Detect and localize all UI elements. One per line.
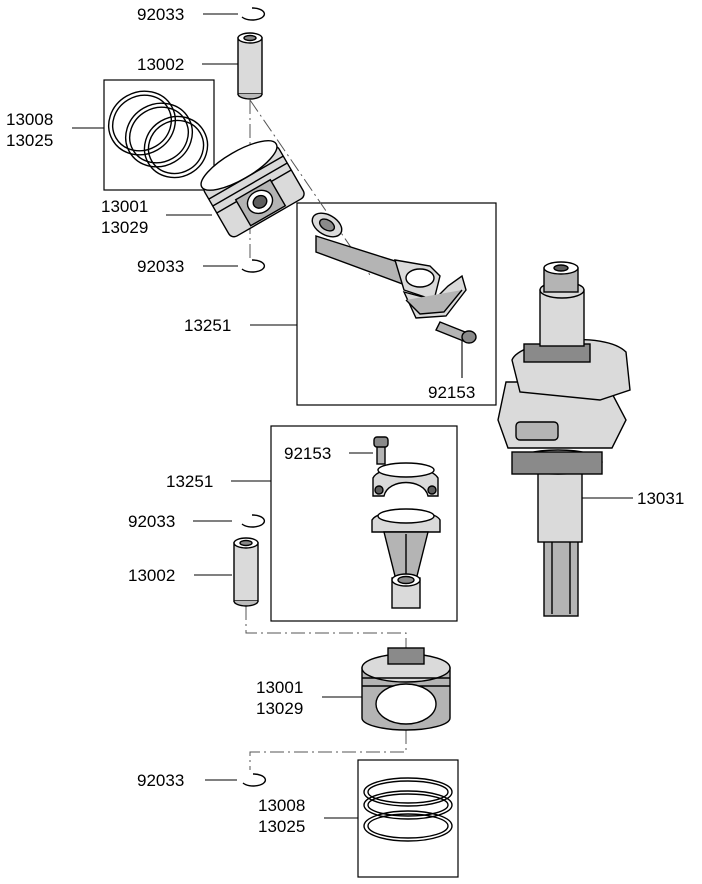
label-piston: 13029: [256, 699, 303, 718]
piston-rings-icon: [108, 90, 209, 179]
connecting-rod-icon: [311, 212, 467, 319]
label-ring-set: 13025: [6, 131, 53, 150]
rod-bolt-icon: [435, 321, 477, 344]
label-circlip: 92033: [128, 512, 175, 531]
label-piston: 13029: [101, 218, 148, 237]
piston-icon: [361, 647, 451, 731]
rod-cap-icon: [372, 462, 439, 497]
label-bolt: 92153: [284, 444, 331, 463]
ring-set-frame-top: [103, 79, 215, 191]
rod-bolt-icon: [373, 436, 389, 465]
label-ring-set: 13008: [6, 110, 53, 129]
label-piston: 13001: [101, 197, 148, 216]
circlip-icon: [242, 773, 267, 787]
label-ring-set: 13008: [258, 796, 305, 815]
circlip-icon: [241, 7, 266, 21]
circlip-icon: [241, 259, 266, 273]
piston-rings-icon: [363, 777, 453, 842]
circlip-icon: [241, 514, 266, 528]
con-rod-frame-top: [296, 202, 497, 406]
label-circlip: 92033: [137, 5, 184, 24]
label-con-rod: 13251: [184, 316, 231, 335]
label-piston: 13001: [256, 678, 303, 697]
piston-icon: [200, 140, 305, 238]
label-circlip: 92033: [137, 257, 184, 276]
piston-pin-icon: [237, 32, 263, 100]
label-piston-pin: 13002: [137, 55, 184, 74]
leader-lines: [72, 13, 633, 819]
label-circlip: 92033: [137, 771, 184, 790]
label-crankshaft: 13031: [637, 489, 684, 508]
label-piston-pin: 13002: [128, 566, 175, 585]
piston-pin-icon: [233, 537, 259, 607]
connecting-rod-icon: [371, 508, 441, 609]
label-bolt: 92153: [428, 383, 475, 402]
con-rod-frame-bottom: [270, 425, 458, 622]
crankshaft-icon: [497, 261, 631, 617]
label-con-rod: 13251: [166, 472, 213, 491]
label-ring-set: 13025: [258, 817, 305, 836]
